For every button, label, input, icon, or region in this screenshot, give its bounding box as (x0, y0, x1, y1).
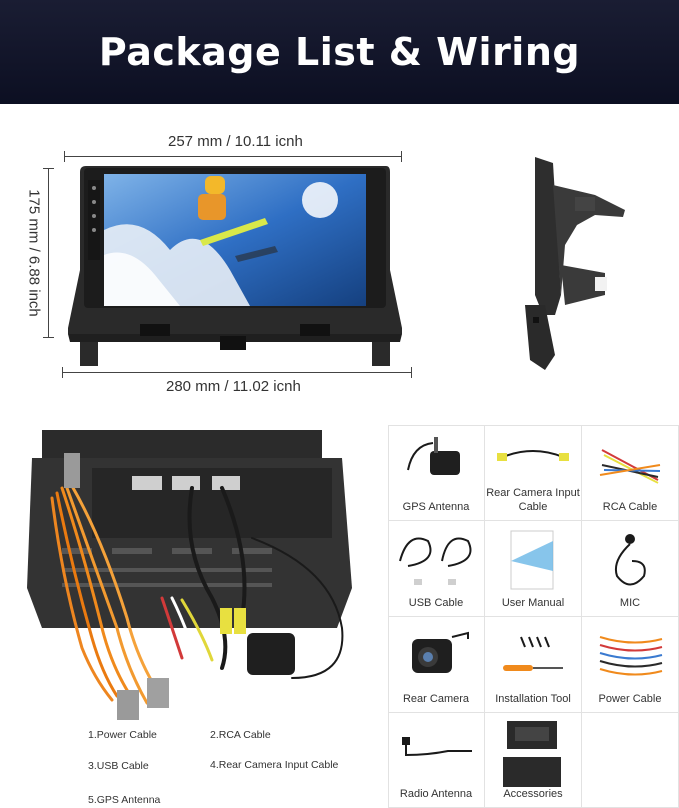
package-item-installation-tool: Installation Tool (485, 617, 582, 713)
radio-antenna-icon (402, 737, 472, 757)
package-list-grid: GPS Antenna Rear Camera Input Cable RCA … (388, 425, 679, 808)
bottom-dimension-tick-right (411, 367, 412, 378)
package-item-usb-cable: USB Cable (388, 521, 485, 617)
microphone-icon (614, 534, 646, 586)
header-banner: Package List & Wiring (0, 0, 679, 104)
package-item-user-manual: User Manual (485, 521, 582, 617)
package-item-rear-camera-input-cable: Rear Camera Input Cable (485, 425, 582, 521)
package-item-label: Rear Camera Input Cable (486, 487, 580, 513)
package-item-rca-cable: RCA Cable (582, 425, 679, 521)
installation-tool-icon (503, 636, 563, 671)
package-item-label: MIC (619, 597, 641, 609)
user-manual-icon (510, 530, 554, 590)
top-dimension-line (64, 156, 402, 157)
rca-cable-icon (599, 449, 661, 486)
top-dimension-tick-left (64, 151, 65, 162)
power-cable-icon (599, 636, 663, 676)
package-grid-empty-cell (582, 713, 679, 808)
package-item-gps-antenna: GPS Antenna (388, 425, 485, 521)
package-item-accessories: Accessories (485, 713, 582, 808)
wiring-legend-gps-antenna: 5.GPS Antenna (88, 794, 161, 806)
top-dimension-tick-right (401, 151, 402, 162)
side-height-label: 175 mm / 6.88 inch (25, 189, 43, 317)
package-item-label: USB Cable (408, 597, 464, 609)
head-unit-front-illustration (68, 166, 402, 366)
bottom-dimension-tick-left (62, 367, 63, 378)
package-item-label: Installation Tool (495, 693, 571, 705)
package-item-power-cable: Power Cable (582, 617, 679, 713)
package-item-label: Power Cable (598, 693, 662, 705)
wiring-legend-rca-cable: 2.RCA Cable (210, 729, 271, 741)
side-height-label-wrap: 175 mm / 6.88 inch (24, 168, 44, 338)
package-item-rear-camera: Rear Camera (388, 617, 485, 713)
bottom-width-label: 280 mm / 11.02 icnh (166, 378, 301, 395)
package-item-label: User Manual (501, 597, 565, 609)
rear-camera-input-cable-icon (497, 450, 569, 461)
side-dimension-tick-bottom (43, 337, 54, 338)
wiring-legend-power-cable: 1.Power Cable (88, 729, 157, 741)
package-item-label: Accessories (503, 788, 563, 800)
wiring-legend-rear-camera-input: 4.Rear Camera Input Cable (210, 759, 339, 771)
package-item-label: Rear Camera (402, 693, 470, 705)
package-item-mic: MIC (582, 521, 679, 617)
wiring-harness-illustration (27, 430, 352, 720)
accessories-icon (503, 721, 561, 787)
head-unit-side-illustration (525, 157, 625, 370)
gps-antenna-icon (407, 437, 460, 475)
package-item-label: Radio Antenna (399, 788, 473, 800)
wiring-legend-usb-cable: 3.USB Cable (88, 760, 149, 772)
side-dimension-line (48, 168, 49, 338)
rear-camera-icon (412, 631, 469, 673)
bottom-dimension-line (62, 372, 412, 373)
side-dimension-tick-top (43, 168, 54, 169)
page-title: Package List & Wiring (98, 30, 581, 74)
top-width-label: 257 mm / 10.11 icnh (168, 133, 303, 150)
usb-cable-icon (399, 537, 472, 585)
package-item-label: RCA Cable (602, 501, 658, 513)
package-item-radio-antenna: Radio Antenna (388, 713, 485, 808)
grid-top-border (388, 425, 679, 426)
package-item-label: GPS Antenna (402, 501, 470, 513)
